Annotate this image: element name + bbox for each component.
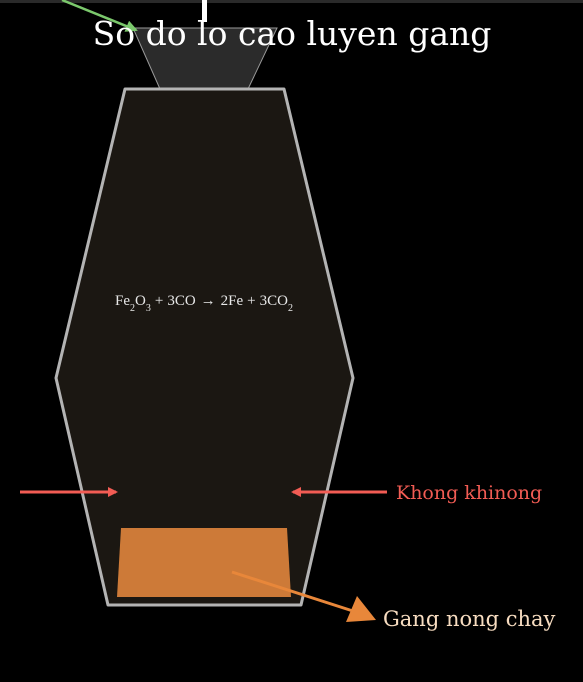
molten-iron-arrow-shaft	[231, 570, 357, 614]
eq-co: 3CO	[167, 293, 196, 309]
eq-arrow: →	[201, 293, 216, 309]
eq-co2: 3CO	[260, 293, 289, 309]
eq-o-sub: 3	[146, 303, 151, 314]
molten-iron-arrow-head	[346, 596, 376, 622]
eq-plus-2: +	[247, 293, 255, 309]
eq-plus-1: +	[155, 293, 163, 309]
molten-iron-pool	[117, 528, 291, 597]
eq-co2-sub: 2	[288, 303, 293, 314]
air-label: Khong khinong	[396, 482, 542, 504]
feed-arrow	[61, 0, 138, 32]
feed-pipe	[202, 0, 207, 22]
diagram-title: So do lo cao luyen gang	[93, 14, 492, 53]
top-border	[0, 0, 583, 3]
eq-fe: Fe	[115, 293, 130, 309]
eq-fe-product: 2Fe	[221, 293, 244, 309]
furnace-body	[54, 87, 355, 607]
reaction-equation: Fe2O3+3CO→2Fe+3CO2	[115, 293, 293, 314]
eq-o: O	[135, 293, 146, 309]
eq-fe-sub: 2	[130, 303, 135, 314]
molten-iron-label: Gang nong chay	[383, 607, 556, 631]
